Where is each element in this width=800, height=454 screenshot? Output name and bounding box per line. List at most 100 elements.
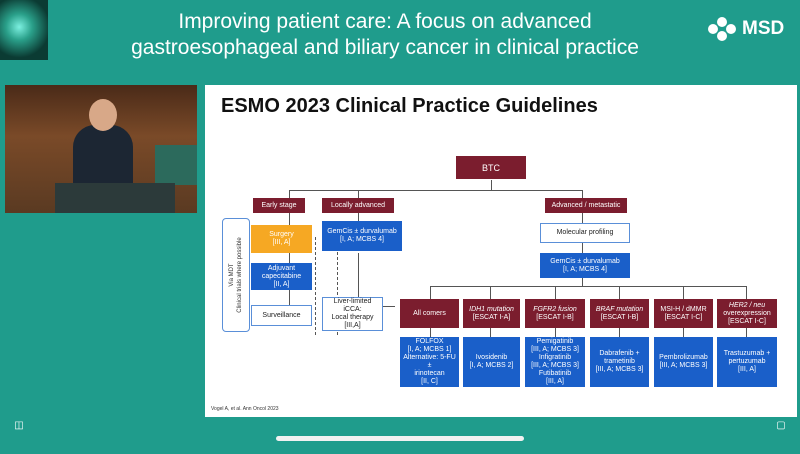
surgery-label: Surgery [269, 231, 294, 238]
node-early-stage-label: Early stage [261, 201, 297, 209]
node-advanced-label: Advanced / metastatic [551, 201, 621, 209]
slide-title: ESMO 2023 Clinical Practice Guidelines [221, 95, 598, 117]
connector [582, 243, 583, 253]
tx-msi-1: Pembrolizumab [659, 354, 708, 361]
speaker-video[interactable] [5, 85, 197, 213]
cat-idh1-line-2: [ESCAT I-A] [472, 313, 511, 321]
tx-braf-3: [III, A; MCBS 3] [595, 366, 644, 373]
tx-her2-2: pertuzumab [728, 358, 766, 365]
tx-all-3: Alternative: 5-FU ± [403, 354, 456, 369]
node-locally-advanced: Locally advanced [322, 198, 394, 213]
connector [582, 190, 583, 198]
slide-footnote: Vogel A, et al. Ann Oncol 2023 [211, 406, 279, 412]
node-locally-advanced-label: Locally advanced [330, 201, 386, 209]
tx-idh1-2: [I, A; MCBS 2] [469, 362, 514, 369]
liver-line-2: Local therapy [331, 314, 374, 321]
connector [289, 290, 290, 318]
tx-fgfr2: Pemigatinib[III, A; MCBS 3]Infigratinib[… [525, 337, 585, 387]
gemcis-la-label: GemCis ± durvalumab [327, 228, 397, 235]
fullscreen-icon[interactable]: ▢ [776, 420, 786, 431]
liver-line-1: Liver-limited iCCA: [333, 298, 372, 313]
node-liver-limited-icca: Liver-limited iCCA:Local therapy[III,A] [322, 297, 383, 331]
connector [582, 278, 583, 286]
node-all-comers: All comers [400, 299, 459, 328]
connector [746, 286, 747, 299]
tx-fgfr2-6: [III, A] [546, 378, 564, 385]
adjuvant-evidence: [II, A] [273, 280, 290, 288]
tx-msi-h: Pembrolizumab[III, A; MCBS 3] [654, 337, 713, 387]
tx-all-2: [I, A; MCBS 1] [407, 346, 452, 353]
presentation-title-line-1: Improving patient care: A focus on advan… [178, 10, 592, 33]
dashed-connector [337, 237, 338, 335]
tx-fgfr2-1: Pemigatinib [536, 338, 574, 345]
cat-idh1-line-1: IDH1 mutation [469, 305, 514, 313]
msd-mark-icon [708, 17, 736, 41]
msd-logo: MSD [708, 17, 784, 41]
connector [746, 328, 747, 337]
gemcis-adv-evidence: [I, A; MCBS 4] [563, 265, 607, 273]
tx-braf-1: Dabrafenib + [599, 350, 640, 357]
connector [358, 190, 359, 198]
gemcis-adv-label: GemCis ± durvalumab [550, 257, 620, 265]
node-advanced-metastatic: Advanced / metastatic [545, 198, 627, 213]
node-early-stage: Early stage [253, 198, 305, 213]
surveillance-label: Surveillance [262, 311, 301, 319]
clinical-trials-label: Clinical trials where possible [237, 237, 243, 313]
tx-her2-3: [III, A] [738, 366, 756, 373]
node-surveillance: Surveillance [251, 305, 312, 326]
node-fgfr2: FGFR2 fusion[ESCAT I-B] [525, 299, 585, 328]
node-btc-label: BTC [482, 162, 500, 173]
cat-her2-line-3: [ESCAT I-C] [728, 317, 766, 325]
connector [358, 213, 359, 221]
presentation-slide: ESMO 2023 Clinical Practice Guidelines V… [205, 85, 797, 417]
cat-braf-line-2: [ESCAT I-B] [600, 313, 639, 321]
cat-her2-line-1: HER2 / neu [728, 301, 766, 309]
cat-her2-line-2: overexpression [723, 309, 771, 317]
adjuvant-line-2: capecitabine [261, 272, 302, 280]
connector [358, 253, 359, 297]
tx-fgfr2-5: Futibatinib [538, 370, 572, 377]
connector [555, 286, 556, 299]
cat-msi-line-1: MSI-H / dMMR [660, 305, 707, 313]
adjuvant-line-1: Adjuvant [267, 264, 296, 272]
cat-fgfr2-line-2: [ESCAT I-B] [536, 313, 574, 321]
molecular-label: Molecular profiling [556, 229, 614, 236]
tx-her2-1: Trastuzumab + [723, 350, 771, 357]
node-gemcis-locally-advanced: GemCis ± durvalumab[I, A; MCBS 4] [322, 221, 402, 251]
connector [383, 306, 395, 307]
home-indicator[interactable] [276, 436, 524, 441]
connector [491, 180, 492, 190]
dashed-connector [315, 237, 316, 335]
surgery-evidence: [III, A] [272, 239, 291, 246]
podium [55, 183, 175, 213]
tx-her2: Trastuzumab +pertuzumab[III, A] [717, 337, 777, 387]
tx-msi-2: [III, A; MCBS 3] [659, 362, 708, 369]
connector [582, 213, 583, 223]
connector [430, 286, 747, 287]
connector [683, 328, 684, 337]
tx-all-4: irinotecan [414, 370, 445, 377]
msd-brand-text: MSD [742, 18, 785, 39]
connector [683, 286, 684, 299]
connector [430, 328, 431, 337]
tx-idh1-1: Ivosidenib [475, 354, 508, 361]
tx-all-1: FOLFOX [415, 338, 444, 345]
tx-idh1: Ivosidenib[I, A; MCBS 2] [463, 337, 520, 387]
liver-evidence: [III,A] [344, 322, 361, 329]
gemcis-la-evidence: [I, A; MCBS 4] [340, 236, 384, 243]
connector [289, 190, 290, 198]
connector [619, 328, 620, 337]
connector [430, 286, 431, 299]
picture-in-picture-icon[interactable]: ◫ [14, 420, 24, 431]
presentation-title-line-2: gastroesophageal and biliary cancer in c… [131, 36, 639, 59]
node-btc: BTC [456, 156, 526, 179]
node-surgery: Surgery[III, A] [251, 225, 312, 253]
event-logo-image [0, 0, 48, 60]
speaker-head [89, 99, 117, 131]
cat-fgfr2-line-1: FGFR2 fusion [533, 305, 577, 313]
node-msi-h: MSI-H / dMMR[ESCAT I-C] [654, 299, 713, 328]
node-braf: BRAF mutation[ESCAT I-B] [590, 299, 649, 328]
